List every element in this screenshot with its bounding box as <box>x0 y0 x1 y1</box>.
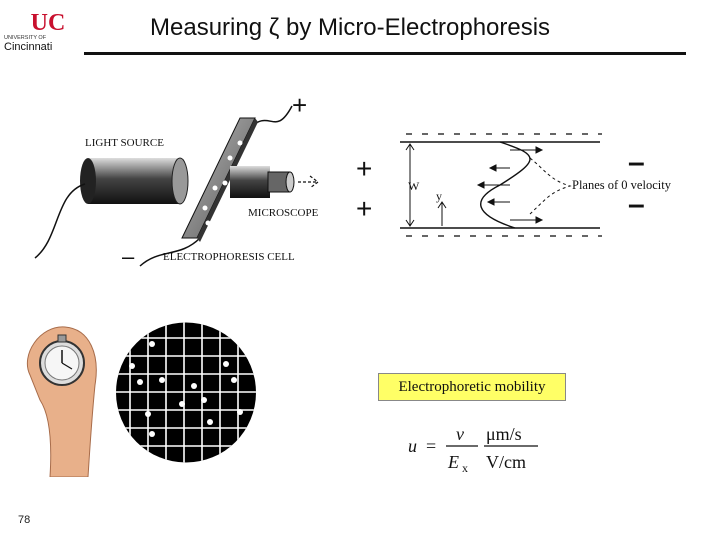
light-source-label: LIGHT SOURCE <box>85 137 164 149</box>
eq-unit-denominator: V/cm <box>486 452 526 472</box>
electrophoretic-mobility-label: Electrophoretic mobility <box>378 373 566 401</box>
eq-denominator: E <box>447 452 459 472</box>
apparatus-minus-sign: – <box>122 244 135 269</box>
eq-unit-numerator: μm/s <box>486 424 522 444</box>
flow-plus-bottom: + <box>356 193 372 224</box>
title-underline <box>84 52 686 55</box>
light-source-cylinder <box>80 158 188 204</box>
stopwatch-hand-photo <box>20 315 105 477</box>
logo-uc-mark: UC <box>31 10 66 36</box>
light-source-cable <box>35 184 85 258</box>
particle-grid-view <box>112 320 260 465</box>
y-label: y <box>436 189 442 203</box>
slide-title: Measuring ζ by Micro-Electrophoresis <box>150 14 550 42</box>
mobility-equation: u = v E x μm/s V/cm <box>400 418 580 478</box>
velocity-arrows <box>478 147 542 223</box>
electrophoresis-cell-label: ELECTROPHORESIS CELL <box>163 251 295 263</box>
eq-numerator: v <box>456 424 464 444</box>
flow-plus-top: + <box>356 153 372 184</box>
apparatus-diagram: LIGHT SOURCE MICROSCOPE ELECTROPHORESIS … <box>30 88 360 270</box>
logo-line2: Cincinnati <box>4 41 52 52</box>
university-logo: UC UNIVERSITY OF Cincinnati <box>4 8 86 52</box>
flow-minus-top: – <box>628 146 645 179</box>
page-number: 78 <box>18 514 30 526</box>
width-label: W <box>408 179 420 193</box>
velocity-profile-diagram: W y + + – – Planes of 0 velocity <box>350 120 720 250</box>
zero-velocity-curve <box>530 158 570 214</box>
microscope-label: MICROSCOPE <box>248 207 319 219</box>
y-arrow <box>438 202 446 226</box>
apparatus-plus-sign: + <box>292 90 307 120</box>
eq-lhs: u <box>408 436 417 456</box>
eq-equals: = <box>426 436 436 456</box>
flow-minus-bottom: – <box>628 188 645 221</box>
planes-label: Planes of 0 velocity <box>572 178 672 192</box>
eq-subscript: x <box>462 461 468 475</box>
microscope-body <box>230 166 318 198</box>
